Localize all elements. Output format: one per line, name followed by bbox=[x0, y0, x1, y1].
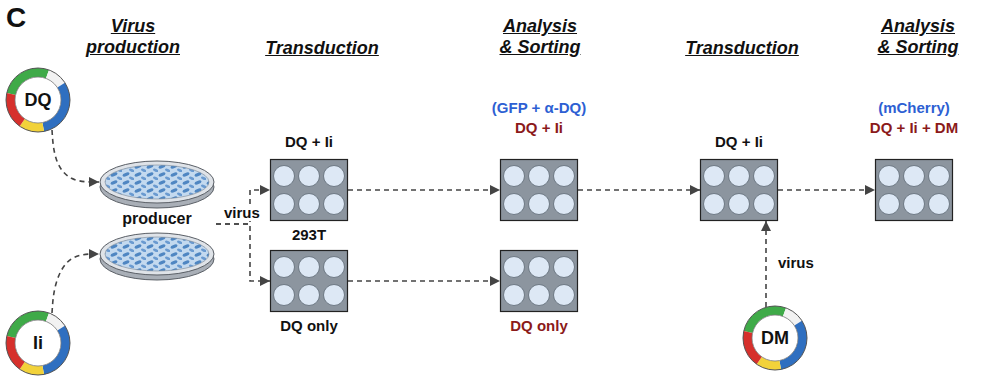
well-plate: DQ only bbox=[270, 250, 348, 312]
well bbox=[529, 285, 550, 306]
column-heading: Transduction bbox=[672, 38, 812, 59]
edge-label: virus bbox=[222, 204, 262, 221]
well bbox=[274, 257, 295, 278]
well bbox=[529, 194, 550, 215]
well bbox=[299, 194, 320, 215]
plate-label: DQ + Ii bbox=[515, 119, 563, 136]
dish bbox=[100, 161, 214, 203]
well bbox=[274, 285, 295, 306]
dashed-arrow bbox=[765, 221, 767, 307]
plate-label: (GFP + α-DQ) bbox=[492, 99, 586, 116]
well bbox=[704, 166, 725, 187]
plate-outline bbox=[500, 250, 578, 312]
well bbox=[554, 285, 575, 306]
plate-body bbox=[271, 251, 348, 312]
well-plate: (GFP + α-DQ)DQ + Ii bbox=[500, 159, 578, 221]
dashed-arrow bbox=[52, 254, 99, 313]
plasmid-circle: Ii bbox=[5, 310, 71, 376]
plate-outline bbox=[270, 250, 348, 312]
plate-outline bbox=[270, 159, 348, 221]
column-heading: Analysis & Sorting bbox=[875, 16, 961, 57]
plasmid-rim bbox=[6, 68, 70, 132]
well bbox=[504, 257, 525, 278]
cell-layer bbox=[105, 165, 209, 199]
dashed-arrow bbox=[216, 190, 270, 224]
plasmid-circle: DM bbox=[742, 305, 808, 371]
dashed-arrow bbox=[52, 130, 99, 182]
well bbox=[274, 194, 295, 215]
producer-label: producer bbox=[98, 210, 216, 228]
dashed-arrow bbox=[348, 280, 500, 282]
well bbox=[324, 257, 345, 278]
well bbox=[274, 166, 295, 187]
edge-label: virus bbox=[776, 254, 816, 271]
plate-label: DQ only bbox=[280, 317, 338, 334]
well bbox=[554, 194, 575, 215]
plasmid-rim bbox=[743, 306, 807, 370]
well bbox=[299, 285, 320, 306]
well bbox=[504, 194, 525, 215]
plate-label: DQ + Ii bbox=[285, 133, 333, 150]
cell-layer bbox=[105, 237, 209, 271]
well bbox=[504, 285, 525, 306]
column-heading: Transduction bbox=[252, 38, 392, 59]
well bbox=[904, 166, 925, 187]
well-plate: DQ only bbox=[500, 250, 578, 312]
well bbox=[554, 257, 575, 278]
well bbox=[529, 257, 550, 278]
column-heading: Analysis & Sorting bbox=[497, 16, 583, 57]
well-plate: DQ + Ii bbox=[270, 159, 348, 221]
well bbox=[754, 166, 775, 187]
plate-outline bbox=[500, 159, 578, 221]
cell-line-label: 293T bbox=[292, 226, 326, 243]
well bbox=[879, 166, 900, 187]
plate-label: DQ only bbox=[510, 317, 568, 334]
well bbox=[504, 166, 525, 187]
well bbox=[299, 166, 320, 187]
plate-label: DQ + Ii + DM bbox=[870, 119, 958, 136]
well bbox=[879, 194, 900, 215]
well bbox=[299, 257, 320, 278]
dashed-arrow bbox=[216, 224, 270, 281]
well bbox=[729, 166, 750, 187]
producer-dishes: producer bbox=[98, 156, 216, 282]
panel-letter: C bbox=[6, 2, 26, 34]
dashed-arrow bbox=[778, 189, 875, 191]
dashed-arrow bbox=[348, 189, 500, 191]
well bbox=[324, 194, 345, 215]
well-plate: DQ + Ii bbox=[700, 159, 778, 221]
plate-body bbox=[701, 160, 778, 221]
plasmid-circle: DQ bbox=[5, 67, 71, 133]
plasmid-label: DM bbox=[742, 328, 808, 349]
plasmid-label: Ii bbox=[5, 333, 71, 354]
dashed-arrow bbox=[578, 189, 700, 191]
well bbox=[929, 166, 950, 187]
plasmid-rim bbox=[6, 311, 70, 375]
well bbox=[324, 166, 345, 187]
plate-body bbox=[501, 160, 578, 221]
well bbox=[729, 194, 750, 215]
well bbox=[929, 194, 950, 215]
well bbox=[324, 285, 345, 306]
well bbox=[754, 194, 775, 215]
well bbox=[704, 194, 725, 215]
dish bbox=[100, 233, 214, 275]
plate-body bbox=[501, 251, 578, 312]
well bbox=[554, 166, 575, 187]
plate-body bbox=[271, 160, 348, 221]
plate-label: DQ + Ii bbox=[715, 133, 763, 150]
plate-outline bbox=[700, 159, 778, 221]
plate-body bbox=[876, 160, 953, 221]
column-heading: Virus production bbox=[81, 16, 185, 57]
plasmid-label: DQ bbox=[5, 90, 71, 111]
plate-label: (mCherry) bbox=[878, 99, 950, 116]
well bbox=[529, 166, 550, 187]
plate-outline bbox=[875, 159, 953, 221]
well-plate: (mCherry)DQ + Ii + DM bbox=[875, 159, 953, 221]
well bbox=[904, 194, 925, 215]
